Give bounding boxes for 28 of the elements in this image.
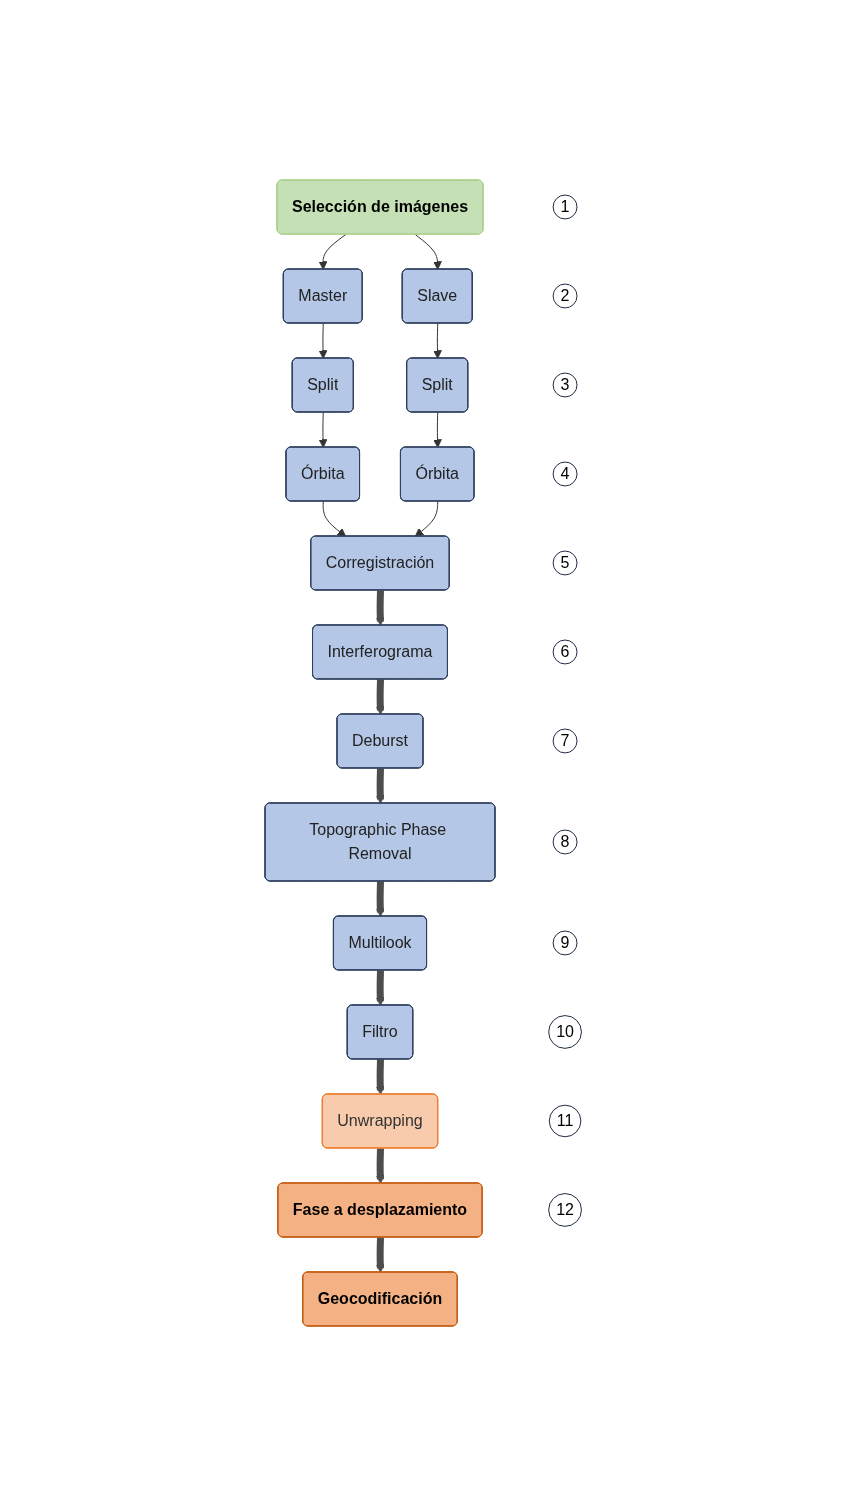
node-circle: 9 bbox=[552, 930, 578, 955]
arrow bbox=[376, 1058, 385, 1095]
arrow bbox=[376, 678, 385, 715]
node-circle: 12 bbox=[548, 1192, 583, 1227]
node-circle: 11 bbox=[549, 1104, 582, 1137]
arrow bbox=[376, 589, 385, 626]
node-circle: 10 bbox=[548, 1014, 583, 1049]
arrow bbox=[376, 767, 385, 804]
arrow bbox=[415, 233, 443, 270]
arrow bbox=[318, 233, 347, 270]
node-circle: 2 bbox=[552, 283, 578, 308]
arrow bbox=[322, 500, 347, 537]
node-circle: 5 bbox=[552, 550, 578, 575]
arrow bbox=[318, 322, 328, 359]
arrow bbox=[433, 322, 443, 359]
node-circle: 8 bbox=[552, 829, 578, 854]
node-circle: 1 bbox=[552, 194, 578, 219]
node-circle: 7 bbox=[552, 728, 578, 753]
arrow bbox=[376, 1147, 385, 1184]
arrow bbox=[415, 500, 439, 537]
node-circle: 3 bbox=[552, 372, 578, 397]
arrow bbox=[376, 969, 385, 1006]
arrow bbox=[376, 1236, 385, 1273]
arrow bbox=[376, 880, 385, 917]
arrow bbox=[433, 411, 443, 448]
arrow bbox=[318, 411, 328, 448]
node-circle: 4 bbox=[552, 461, 578, 486]
node-circle: 6 bbox=[552, 639, 578, 664]
